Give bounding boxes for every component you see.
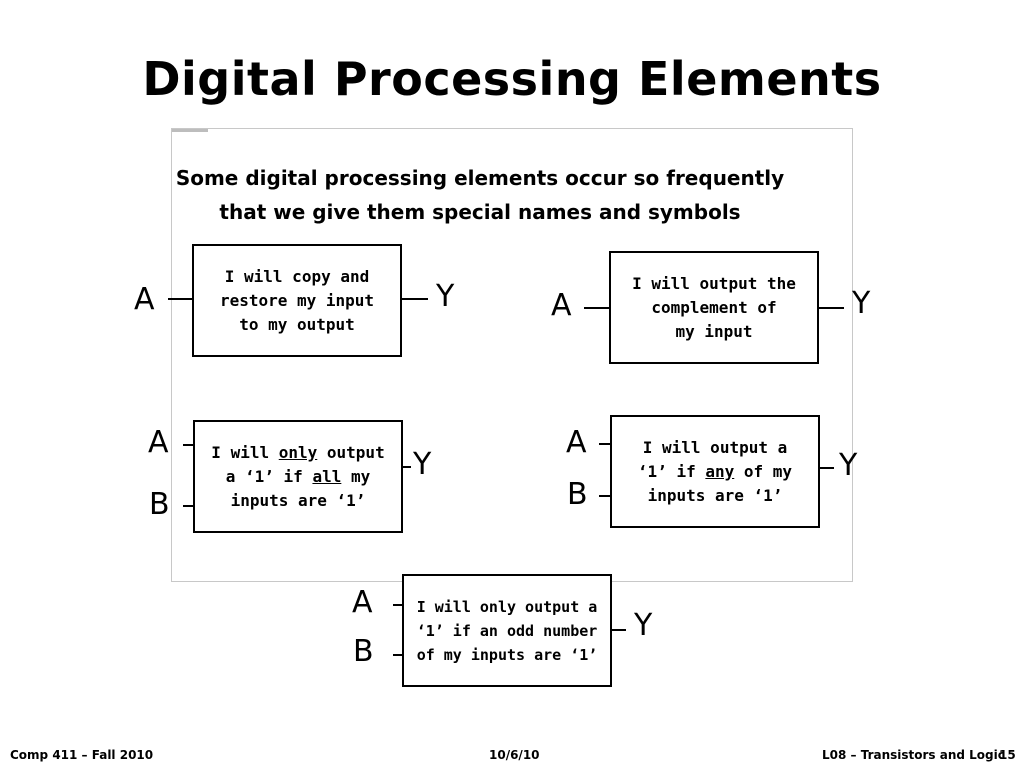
and-output-wire: [403, 466, 411, 468]
xor-input-a-label: A: [352, 585, 373, 620]
or-input-a-label: A: [566, 425, 587, 460]
footer-page-number: 15: [999, 748, 1016, 762]
or-description-line-1: I will output a: [642, 437, 788, 457]
footer-date: 10/6/10: [489, 748, 540, 762]
and-input-a-wire: [183, 444, 193, 446]
frame-marker: [172, 129, 208, 132]
xor-input-b-wire: [393, 654, 403, 656]
footer-lecture: L08 – Transistors and Logic: [822, 748, 1005, 762]
inverter-output-wire: [819, 307, 844, 309]
footer-course: Comp 411 – Fall 2010: [10, 748, 154, 762]
xor-input-b-label: B: [353, 634, 374, 669]
slide-title: Digital Processing Elements: [142, 52, 882, 106]
and-description-line-2: a ‘1’ if all my: [225, 466, 371, 486]
inverter-output-label: Y: [852, 286, 871, 321]
or-input-b-label: B: [567, 477, 588, 512]
or-input-a-wire: [599, 443, 610, 445]
and-input-b-wire: [183, 505, 193, 507]
xor-description: I will only output a ‘1’ if an odd numbe…: [416, 597, 598, 664]
buffer-description: I will copy and restore my input to my o…: [219, 266, 375, 334]
xor-output-wire: [612, 629, 626, 631]
inverter-description: I will output the complement of my input: [632, 273, 796, 341]
and-input-a-label: A: [148, 425, 169, 460]
inverter-box: I will output the complement of my input: [609, 251, 819, 364]
buffer-input-wire: [168, 298, 192, 300]
and-box: I will only output a ‘1’ if all my input…: [193, 420, 403, 533]
or-description-line-3: inputs are ‘1’: [647, 485, 783, 505]
xor-output-label: Y: [634, 608, 653, 643]
buffer-box: I will copy and restore my input to my o…: [192, 244, 402, 357]
or-input-b-wire: [599, 495, 610, 497]
inverter-input-wire: [584, 307, 610, 309]
buffer-input-label: A: [134, 282, 155, 317]
xor-input-a-wire: [393, 604, 403, 606]
and-description-line-3: inputs are ‘1’: [230, 490, 366, 510]
inverter-input-label: A: [551, 288, 572, 323]
or-description-line-2: ‘1’ if any of my: [637, 461, 793, 481]
buffer-output-wire: [402, 298, 428, 300]
xor-box: I will only output a ‘1’ if an odd numbe…: [402, 574, 612, 687]
buffer-output-label: Y: [436, 279, 455, 314]
or-output-label: Y: [839, 448, 858, 483]
subtitle-line-1: Some digital processing elements occur s…: [175, 166, 785, 190]
or-box: I will output a ‘1’ if any of my inputs …: [610, 415, 820, 528]
subtitle-line-2: that we give them special names and symb…: [219, 200, 741, 224]
and-input-b-label: B: [149, 487, 170, 522]
and-output-label: Y: [413, 447, 432, 482]
and-description-line-1: I will only output: [211, 442, 385, 462]
or-output-wire: [820, 467, 834, 469]
